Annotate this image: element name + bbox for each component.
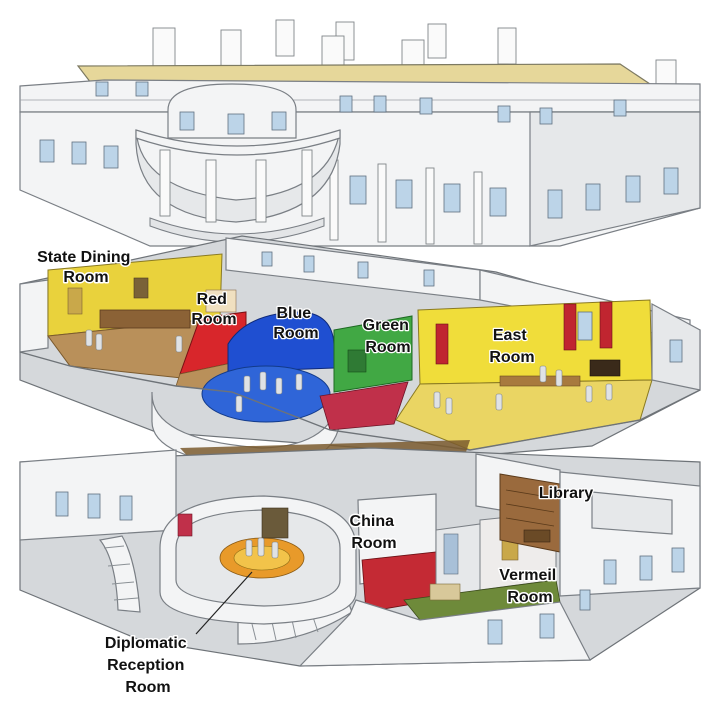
leader-line-diplomatic <box>195 571 253 635</box>
label-diplomatic-reception-room: Diplomatic Reception Room <box>105 635 191 696</box>
south-portico <box>135 83 341 243</box>
east-room <box>395 299 653 451</box>
state-dining-room <box>47 253 223 381</box>
label-state-dining-room: State Dining Room <box>37 249 135 286</box>
china-room <box>357 493 481 613</box>
facade-windows <box>39 81 679 219</box>
library <box>475 453 561 553</box>
label-blue-room: Blue Room <box>273 305 318 342</box>
room-labels: State Dining Room Red Room Blue Room Gre… <box>36 248 595 698</box>
label-red-room: Red Room <box>191 291 236 328</box>
ground-floor <box>19 447 701 667</box>
label-library: Library <box>539 485 593 502</box>
state-floor <box>19 235 701 469</box>
label-china-room: China Room <box>350 513 399 552</box>
green-room <box>319 315 413 431</box>
diplomatic-reception-room <box>159 495 357 625</box>
label-vermeil-room: Vermeil Room <box>499 567 560 606</box>
label-green-room: Green Room <box>363 317 414 356</box>
building-exterior <box>19 19 701 247</box>
pilasters <box>329 159 483 245</box>
label-east-room: East Room <box>489 327 534 366</box>
